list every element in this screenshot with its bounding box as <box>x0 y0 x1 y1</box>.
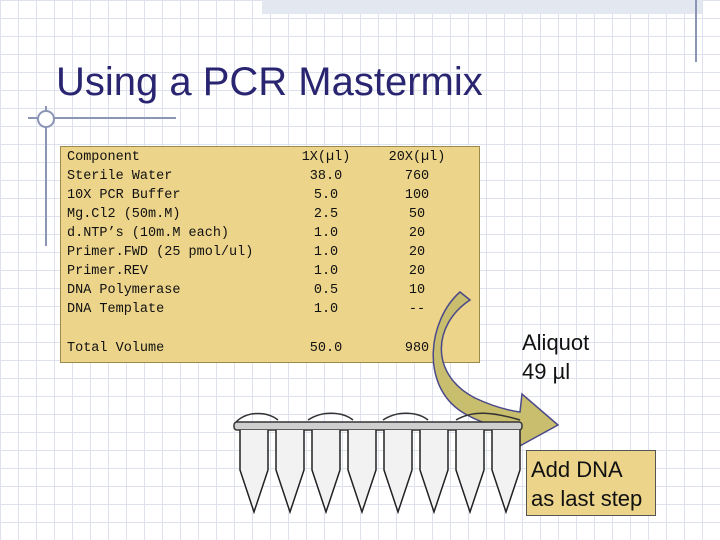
component-name: 10X PCR Buffer <box>67 188 181 203</box>
left-decor-line <box>45 106 47 246</box>
aliquot-label: Aliquot 49 µl <box>522 328 589 386</box>
volume-20x: 20 <box>408 226 426 241</box>
slide-title: Using a PCR Mastermix <box>56 60 483 104</box>
volume-1x: 1.0 <box>313 226 339 241</box>
header-20x: 20X(µl) <box>388 150 446 165</box>
volume-1x: 1.0 <box>313 245 339 260</box>
aliquot-line2: 49 µl <box>522 359 571 384</box>
header-1x: 1X(µl) <box>301 150 351 165</box>
table-header-row: Component 1X(µl) 20X(µl) <box>67 150 445 169</box>
table-row: Sterile Water 38.0 760 <box>67 169 429 188</box>
component-name: DNA Polymerase <box>67 283 181 298</box>
total-label: Total Volume <box>67 341 165 356</box>
volume-1x: 0.5 <box>313 283 339 298</box>
volume-20x: 760 <box>404 169 430 184</box>
header-component: Component <box>67 150 140 165</box>
top-decor-line <box>695 0 697 62</box>
mastermix-table: Component 1X(µl) 20X(µl) Sterile Water 3… <box>60 146 480 363</box>
total-20x: 980 <box>404 341 430 356</box>
component-name: DNA Template <box>67 302 165 317</box>
table-row: DNA Polymerase 0.5 10 <box>67 283 425 302</box>
table-row: d.NTP’s (10m.M each) 1.0 20 <box>67 226 425 245</box>
add-dna-note: Add DNA as last step <box>526 450 656 516</box>
volume-20x: -- <box>408 302 426 317</box>
table-row: Mg.Cl2 (50m.M) 2.5 50 <box>67 207 425 226</box>
table-row: Primer.FWD (25 pmol/ul) 1.0 20 <box>67 245 425 264</box>
volume-1x: 5.0 <box>313 188 339 203</box>
pcr-tubes-image <box>233 412 523 515</box>
table-row: DNA Template 1.0 -- <box>67 302 425 321</box>
top-decor-bar <box>262 0 702 14</box>
volume-1x: 1.0 <box>313 302 339 317</box>
table-row: 10X PCR Buffer 5.0 100 <box>67 188 429 207</box>
component-name: Primer.REV <box>67 264 149 279</box>
volume-20x: 50 <box>408 207 426 222</box>
table-total-row: Total Volume 50.0 980 <box>67 341 429 360</box>
volume-1x: 1.0 <box>313 264 339 279</box>
total-1x: 50.0 <box>309 341 343 356</box>
component-name: d.NTP’s (10m.M each) <box>67 226 230 241</box>
volume-20x: 20 <box>408 245 426 260</box>
volume-20x: 10 <box>408 283 426 298</box>
note-line2: as last step <box>531 486 643 511</box>
volume-1x: 2.5 <box>313 207 339 222</box>
volume-1x: 38.0 <box>309 169 343 184</box>
component-name: Primer.FWD (25 pmol/ul) <box>67 245 254 260</box>
volume-20x: 20 <box>408 264 426 279</box>
tube-strip <box>239 430 521 515</box>
curved-arrow-icon <box>432 291 560 450</box>
decor-circle <box>37 110 55 128</box>
component-name: Sterile Water <box>67 169 173 184</box>
note-line1: Add DNA <box>531 457 623 482</box>
aliquot-line1: Aliquot <box>522 330 590 355</box>
title-underline <box>28 117 176 119</box>
component-name: Mg.Cl2 (50m.M) <box>67 207 181 222</box>
volume-20x: 100 <box>404 188 430 203</box>
table-row: Primer.REV 1.0 20 <box>67 264 425 283</box>
